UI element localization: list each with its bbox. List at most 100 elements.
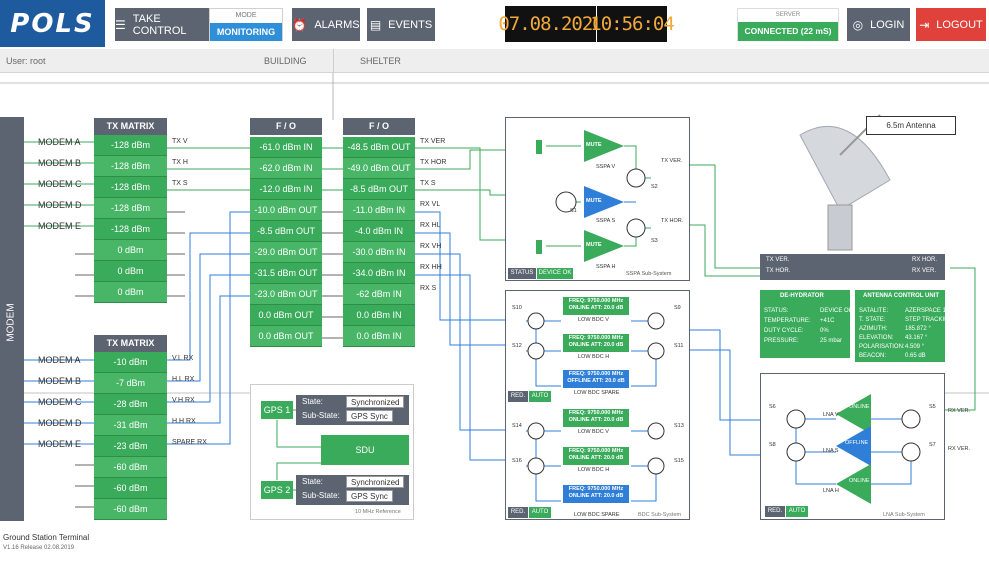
bdc-att: ONLINE ATT: 20.0 dB xyxy=(568,455,624,461)
lna-state: ONLINE xyxy=(849,478,870,484)
matrix-cell: -28 dBm xyxy=(94,394,167,415)
login-button[interactable]: ◎ LOGIN xyxy=(847,8,910,41)
rx-ver-label: RX VER. xyxy=(948,408,971,414)
sliders-icon: ☰ xyxy=(115,17,126,32)
modem-label: MODEM C xyxy=(38,397,82,407)
lna-amp-s[interactable] xyxy=(836,426,871,466)
gps-reference-panel: GPS 1 State:Synchronized Sub-State:GPS S… xyxy=(250,384,414,520)
fo-cell: -62.0 dBm IN xyxy=(250,158,322,179)
lna-amp-h[interactable] xyxy=(836,464,871,504)
switch-label: S6 xyxy=(769,404,776,410)
red-tag: RED. xyxy=(508,507,528,518)
switch-label: S3 xyxy=(651,238,658,244)
tx-label: TX H xyxy=(172,159,188,166)
events-button[interactable]: ▤ EVENTS xyxy=(367,8,435,41)
matrix-cell: -128 dBm xyxy=(94,219,167,240)
tx-ver-label: TX VER. xyxy=(661,158,683,164)
modem-label: MODEM C xyxy=(38,179,82,189)
matrix-cell: 0 dBm xyxy=(94,282,167,303)
switch-label: S9 xyxy=(674,305,681,311)
bdc-switch[interactable] xyxy=(527,312,545,330)
antenna-label: 6.5m Antenna xyxy=(866,116,956,135)
state-label: State: xyxy=(302,477,323,486)
login-label: LOGIN xyxy=(870,18,905,31)
tx-hor-label: TX HOR. xyxy=(661,218,684,224)
fo-cell: -10.0 dBm OUT xyxy=(250,200,322,221)
bdc-switch[interactable] xyxy=(647,422,665,440)
port-label: TX HOR. xyxy=(766,268,791,274)
lna-switch[interactable] xyxy=(901,442,921,462)
bdc-switch[interactable] xyxy=(527,342,545,360)
switch-label: S2 xyxy=(651,184,658,190)
amplifier-v[interactable] xyxy=(584,130,624,162)
attenuator xyxy=(536,240,542,254)
fo-label: TX HOR xyxy=(420,159,447,166)
bdc-switch[interactable] xyxy=(527,457,545,475)
matrix-cell: -60 dBm xyxy=(94,478,167,499)
switch-label: S13 xyxy=(674,423,684,429)
gps2-box[interactable]: GPS 2 xyxy=(261,481,293,499)
amplifier-h[interactable] xyxy=(584,230,624,262)
user-icon: ◎ xyxy=(852,17,864,32)
tab-shelter[interactable]: SHELTER xyxy=(360,56,401,66)
fo-label: RX HL xyxy=(420,222,441,229)
lna-amp-v[interactable] xyxy=(836,394,871,434)
bdc-diagram xyxy=(526,312,665,502)
acu-key: BEACON: xyxy=(859,353,887,359)
fo-cell: -31.5 dBm OUT xyxy=(250,263,322,284)
bdc-switch[interactable] xyxy=(647,342,665,360)
fo-label: TX VER xyxy=(420,138,446,145)
auto-tag[interactable]: AUTO xyxy=(529,507,551,518)
bdc-switch[interactable] xyxy=(647,312,665,330)
fo-title: F / O xyxy=(250,118,322,135)
fo-label: RX VH xyxy=(420,243,442,250)
auto-tag[interactable]: AUTO xyxy=(529,391,551,402)
calendar-icon: ▤ xyxy=(369,17,382,32)
events-label: EVENTS xyxy=(388,18,433,31)
lna-switch[interactable] xyxy=(901,409,921,429)
logout-button[interactable]: ⇥ LOGOUT xyxy=(916,8,986,41)
dehydrator-value: 0% xyxy=(820,328,829,334)
amplifier-s[interactable] xyxy=(584,186,624,218)
fo-label: TX S xyxy=(420,180,436,187)
sdu-box[interactable]: SDU xyxy=(321,435,409,465)
lna-subsystem-panel: ONLINE OFFLINE ONLINE LNA V LNA S LNA H … xyxy=(760,373,945,520)
footer-title: Ground Station Terminal xyxy=(3,533,90,542)
sspa-switch-s2[interactable] xyxy=(626,168,646,188)
mode-label: MODE xyxy=(235,12,257,19)
tab-building[interactable]: BUILDING xyxy=(264,56,307,66)
take-control-button[interactable]: ☰ TAKE CONTROL xyxy=(115,8,209,41)
auto-tag[interactable]: AUTO xyxy=(786,506,808,517)
lna-switch[interactable] xyxy=(786,409,806,429)
bdc-switch[interactable] xyxy=(647,457,665,475)
bdc-name: LOW BDC H xyxy=(578,467,610,473)
sspa-switch-s1[interactable] xyxy=(555,191,577,213)
sspa-switch-s3[interactable] xyxy=(626,218,646,238)
gps1-box[interactable]: GPS 1 xyxy=(261,401,293,419)
acu-panel: ANTENNA CONTROL UNIT SATALITE:AZERSPACE … xyxy=(855,290,953,362)
tx-label: TX S xyxy=(172,180,188,187)
alarms-button[interactable]: ⏰ ALARMS xyxy=(292,8,360,41)
fo-cell: -30.0 dBm IN xyxy=(343,242,415,263)
tx-matrix-title: TX MATRIX xyxy=(94,335,167,352)
switch-label: S14 xyxy=(512,423,522,429)
brand-logo: POLS xyxy=(0,0,105,47)
fo-cell: 0.0 dBm IN xyxy=(343,326,415,347)
status-value: DEVICE OK xyxy=(537,268,573,279)
ref-label: 10 MHz Reference xyxy=(355,509,401,515)
lna-switch[interactable] xyxy=(786,442,806,462)
amp-label: LNA H xyxy=(823,488,839,494)
bdc-switch[interactable] xyxy=(527,422,545,440)
attenuator xyxy=(536,140,542,154)
gps2-state: State:Synchronized Sub-State:GPS Sync xyxy=(296,475,409,505)
mode-indicator: MODE MONITORING xyxy=(209,8,283,41)
modem-label: MODEM E xyxy=(38,439,82,449)
modem-side-label: MODEM xyxy=(0,117,24,521)
amp-label: LNA V xyxy=(823,412,839,418)
